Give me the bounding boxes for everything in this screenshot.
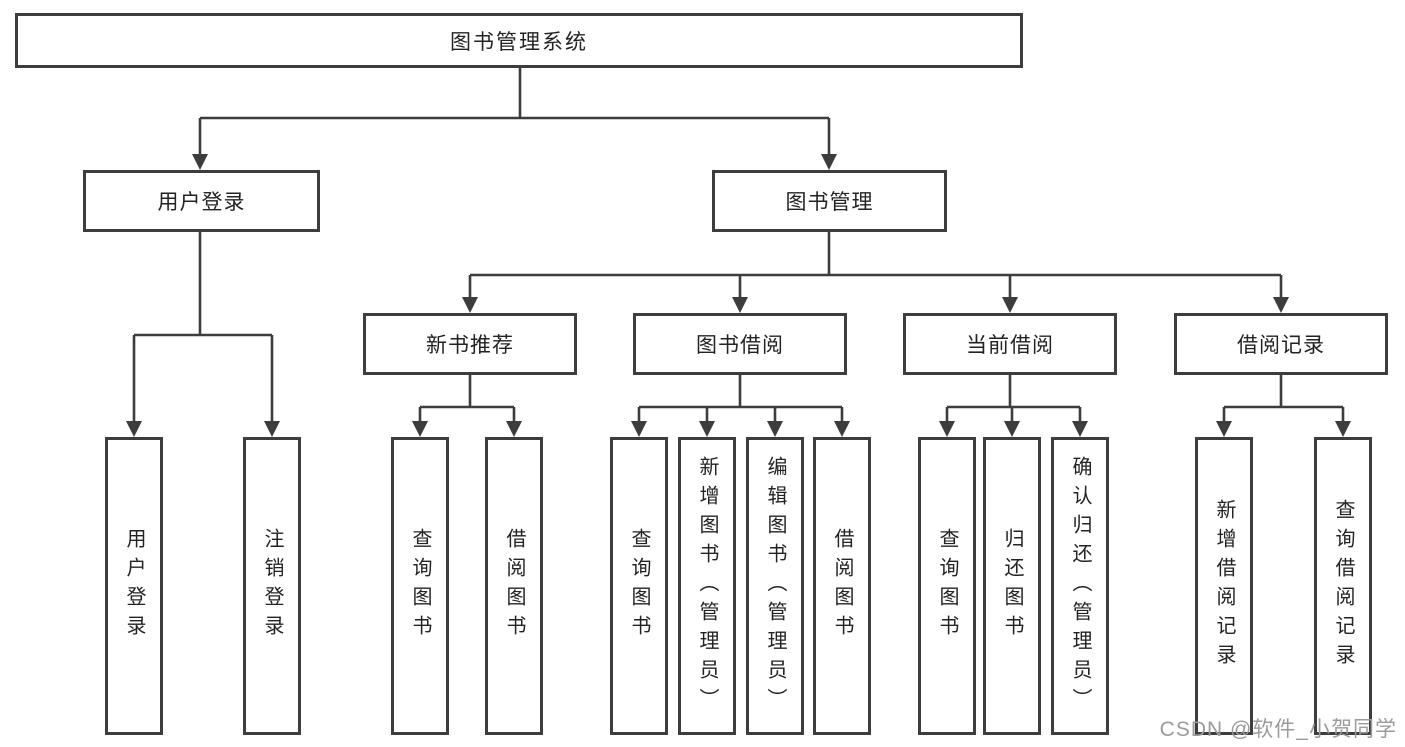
leaf-label: 用户登录 — [123, 528, 145, 644]
leaf-label: 归还图书 — [1001, 528, 1023, 644]
node-new-books: 新书推荐 — [363, 313, 577, 375]
node-leaf-records-query: 查询借阅记录 — [1314, 437, 1372, 735]
leaf-label: 新增借阅记录 — [1213, 499, 1235, 673]
arrowhead-icon — [732, 297, 748, 313]
arrowhead-icon — [462, 297, 478, 313]
arrowhead-icon — [192, 154, 208, 170]
node-borrow-records: 借阅记录 — [1174, 313, 1388, 375]
leaf-label: 注销登录 — [261, 528, 283, 644]
leaf-label: 借阅图书 — [503, 528, 525, 644]
leaf-label: 新增图书（管理员） — [696, 455, 718, 717]
arrowhead-icon — [1002, 297, 1018, 313]
leaf-label: 确认归还（管理员） — [1069, 455, 1091, 717]
node-leaf-borrow-add: 新增图书（管理员） — [678, 437, 736, 735]
node-leaf-newbooks-borrow: 借阅图书 — [485, 437, 543, 735]
arrowhead-icon — [264, 421, 280, 437]
node-leaf-current-query: 查询图书 — [918, 437, 976, 735]
node-leaf-records-add: 新增借阅记录 — [1195, 437, 1253, 735]
node-current-borrow: 当前借阅 — [903, 313, 1117, 375]
arrowhead-icon — [1004, 421, 1020, 437]
arrowhead-icon — [1216, 421, 1232, 437]
node-leaf-current-return: 归还图书 — [983, 437, 1041, 735]
node-user-login: 用户登录 — [83, 170, 320, 232]
leaf-label: 查询借阅记录 — [1332, 499, 1354, 673]
arrowhead-icon — [939, 421, 955, 437]
leaf-label: 查询图书 — [628, 528, 650, 644]
leaf-label: 查询图书 — [409, 528, 431, 644]
arrowhead-icon — [767, 421, 783, 437]
arrowhead-icon — [631, 421, 647, 437]
node-book-mgmt: 图书管理 — [712, 170, 947, 232]
arrowhead-icon — [834, 421, 850, 437]
arrowhead-icon — [126, 421, 142, 437]
node-leaf-borrow-query: 查询图书 — [610, 437, 668, 735]
node-book-borrow: 图书借阅 — [633, 313, 847, 375]
node-leaf-current-confirm: 确认归还（管理员） — [1051, 437, 1109, 735]
leaf-label: 编辑图书（管理员） — [764, 455, 786, 717]
node-leaf-logout: 注销登录 — [243, 437, 301, 735]
node-leaf-borrow-borrow: 借阅图书 — [813, 437, 871, 735]
leaf-label: 查询图书 — [936, 528, 958, 644]
arrowhead-icon — [821, 154, 837, 170]
arrowhead-icon — [1273, 297, 1289, 313]
arrowhead-icon — [1335, 421, 1351, 437]
watermark: CSDN @软件_小贺同学 — [1159, 718, 1397, 741]
arrowhead-icon — [412, 421, 428, 437]
arrowhead-icon — [506, 421, 522, 437]
arrowhead-icon — [1072, 421, 1088, 437]
arrowhead-icon — [699, 421, 715, 437]
node-root: 图书管理系统 — [15, 13, 1023, 68]
leaf-label: 借阅图书 — [831, 528, 853, 644]
node-leaf-user-login: 用户登录 — [105, 437, 163, 735]
node-leaf-newbooks-query: 查询图书 — [391, 437, 449, 735]
node-leaf-borrow-edit: 编辑图书（管理员） — [746, 437, 804, 735]
